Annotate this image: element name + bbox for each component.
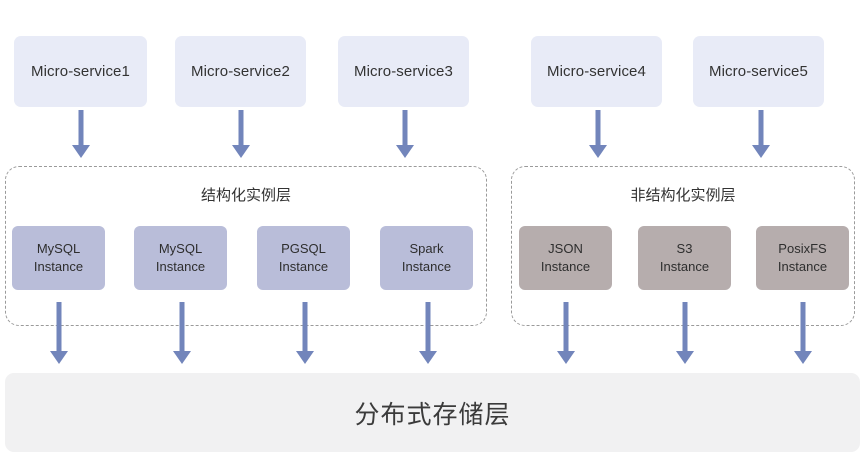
arrow-shaft <box>78 110 84 145</box>
flow-arrow-top-4 <box>589 110 607 158</box>
instance-box-1-1[interactable]: MySQL Instance <box>12 226 105 290</box>
flow-arrow-top-3 <box>396 110 414 158</box>
instance-box-1-2[interactable]: MySQL Instance <box>134 226 227 290</box>
arrow-head-icon <box>173 351 191 364</box>
instance-suffix: Instance <box>659 259 710 274</box>
arrow-head-icon <box>50 351 68 364</box>
instance-layer-title-1: 结构化实例层 <box>200 187 291 204</box>
microservice-label: Micro-service4 <box>547 63 646 80</box>
arrow-head-icon <box>676 351 694 364</box>
instance-name: S3 <box>676 241 693 257</box>
flow-arrow-bottom-1 <box>50 302 68 364</box>
flow-arrow-bottom-4 <box>419 302 437 364</box>
flow-arrow-top-1 <box>72 110 90 158</box>
instance-name: JSON <box>548 241 583 257</box>
flow-arrow-bottom-6 <box>676 302 694 364</box>
microservice-label: Micro-service3 <box>354 63 453 80</box>
arrow-head-icon <box>296 351 314 364</box>
arrow-shaft <box>425 302 431 351</box>
arrow-head-icon <box>752 145 770 158</box>
microservice-box-3[interactable]: Micro-service3 <box>338 36 469 107</box>
arrow-shaft <box>682 302 688 351</box>
arrow-head-icon <box>794 351 812 364</box>
arrow-head-icon <box>232 145 250 158</box>
arrow-shaft <box>758 110 764 145</box>
storage-layer-label: 分布式存储层 <box>354 400 511 429</box>
instance-box-2-1[interactable]: JSON Instance <box>519 226 612 290</box>
instance-name: Spark <box>409 241 444 257</box>
microservice-label: Micro-service1 <box>31 63 130 80</box>
instance-box-2-3[interactable]: PosixFS Instance <box>756 226 849 290</box>
instance-layer-panel-1 <box>5 166 487 326</box>
microservice-box-4[interactable]: Micro-service4 <box>531 36 662 107</box>
arrow-head-icon <box>557 351 575 364</box>
arrow-shaft <box>563 302 569 351</box>
microservice-label: Micro-service2 <box>191 63 290 80</box>
instance-suffix: Instance <box>540 259 591 274</box>
arrow-shaft <box>302 302 308 351</box>
instance-suffix: Instance <box>401 259 452 274</box>
arrow-shaft <box>56 302 62 351</box>
flow-arrow-top-5 <box>752 110 770 158</box>
arrow-shaft <box>800 302 806 351</box>
microservice-label: Micro-service5 <box>709 63 808 80</box>
instance-name: MySQL <box>158 241 203 257</box>
arrow-shaft <box>402 110 408 145</box>
instance-suffix: Instance <box>777 259 828 274</box>
instance-name: PosixFS <box>778 241 827 257</box>
flow-arrow-bottom-5 <box>557 302 575 364</box>
instance-box-1-3[interactable]: PGSQL Instance <box>257 226 350 290</box>
arrow-shaft <box>595 110 601 145</box>
flow-arrow-bottom-3 <box>296 302 314 364</box>
microservice-box-5[interactable]: Micro-service5 <box>693 36 824 107</box>
instance-layer-title-2: 非结构化实例层 <box>630 187 736 204</box>
microservice-box-2[interactable]: Micro-service2 <box>175 36 306 107</box>
instance-suffix: Instance <box>33 259 84 274</box>
instance-name: MySQL <box>36 241 81 257</box>
arrow-head-icon <box>589 145 607 158</box>
flow-arrow-bottom-7 <box>794 302 812 364</box>
arrow-shaft <box>179 302 185 351</box>
arrow-head-icon <box>419 351 437 364</box>
distributed-storage-layer: 分布式存储层 <box>5 373 860 452</box>
instance-suffix: Instance <box>278 259 329 274</box>
flow-arrow-bottom-2 <box>173 302 191 364</box>
microservice-box-1[interactable]: Micro-service1 <box>14 36 147 107</box>
flow-arrow-top-2 <box>232 110 250 158</box>
arrow-shaft <box>238 110 244 145</box>
arrow-head-icon <box>396 145 414 158</box>
instance-name: PGSQL <box>281 241 326 257</box>
arrow-head-icon <box>72 145 90 158</box>
instance-suffix: Instance <box>155 259 206 274</box>
